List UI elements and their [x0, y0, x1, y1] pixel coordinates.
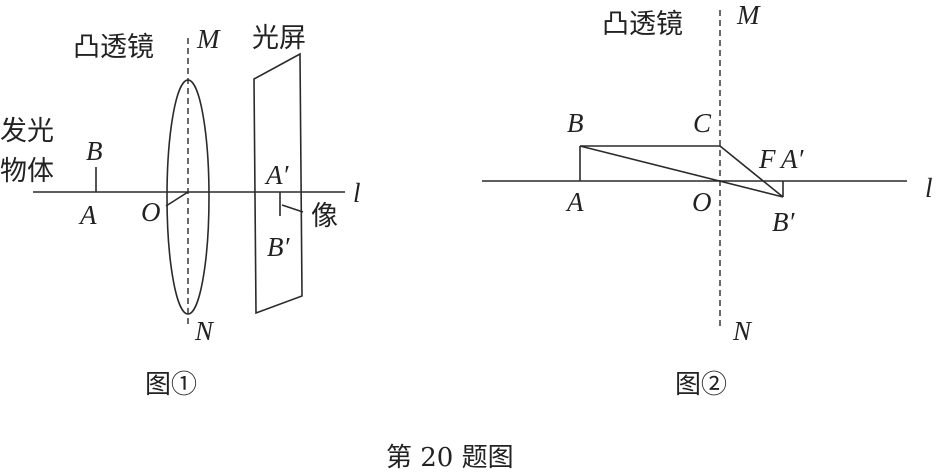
- lens-label-1: 凸透镜: [73, 32, 154, 63]
- label-n-2: N: [732, 316, 753, 346]
- label-b-prime-2: B′: [772, 207, 795, 237]
- lens-label-2: 凸透镜: [602, 9, 683, 40]
- label-b-2: B: [567, 108, 584, 138]
- label-a-prime-1: A′: [264, 160, 289, 190]
- figure-title: 第 20 题图: [386, 443, 514, 473]
- figure-1: 凸透镜 M 光屏 发光 物体 B A O A′ 像 l B′ N 图①: [0, 23, 361, 400]
- convex-lens-1: [166, 79, 210, 315]
- screen-label: 光屏: [252, 23, 306, 54]
- label-b-prime-1: B′: [267, 232, 290, 262]
- caption-figure-2: 图②: [675, 370, 727, 400]
- label-axis-l-2: l: [925, 173, 933, 203]
- label-o-1: O: [141, 197, 161, 227]
- label-a-2: A: [565, 187, 584, 217]
- object-label-line2: 物体: [0, 156, 54, 187]
- label-c: C: [693, 108, 712, 138]
- label-b-1: B: [86, 136, 103, 166]
- label-o-2: O: [692, 187, 712, 217]
- label-axis-l-1: l: [353, 178, 361, 208]
- object-label-line1: 发光: [0, 116, 54, 147]
- caption-figure-1: 图①: [145, 370, 197, 400]
- ray-b-o-b-prime: [579, 145, 784, 198]
- label-a-1: A: [78, 200, 97, 230]
- label-m-1: M: [196, 24, 221, 54]
- label-a-prime-2: A′: [779, 144, 804, 174]
- o-pointer-1: [165, 191, 189, 207]
- label-n-1: N: [194, 316, 215, 346]
- label-m-2: M: [736, 0, 761, 30]
- label-f: F: [758, 144, 776, 174]
- image-pointer: [281, 204, 304, 213]
- light-screen: [253, 52, 303, 315]
- ray-c-f-b-prime: [719, 145, 784, 198]
- image-label: 像: [311, 201, 338, 232]
- figure-2: 凸透镜 M B C F A′ A O B′ l N 图②: [482, 0, 933, 400]
